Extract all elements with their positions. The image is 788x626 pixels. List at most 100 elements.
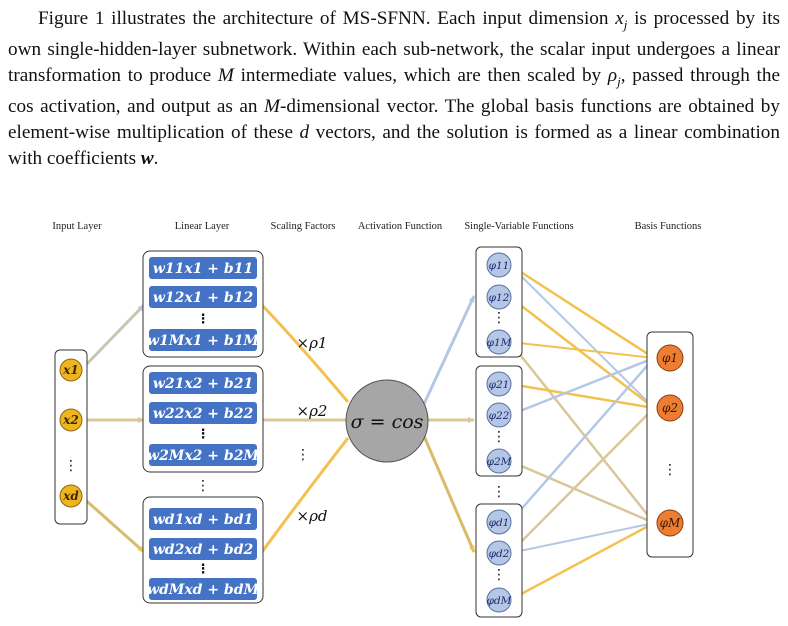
header-single-variable-functions: Single-Variable Functions xyxy=(464,221,573,232)
linear-group-ellipsis: ⋮ xyxy=(196,478,210,494)
scaling-rho-1: ×ρ1 xyxy=(297,334,328,352)
text-run: is processed by its own single-hidden-la… xyxy=(8,8,780,87)
linear-box-2-2 xyxy=(149,402,257,424)
linear-box-1-2 xyxy=(149,286,257,308)
linear-box-label: w11x1 + b11 xyxy=(153,261,253,277)
math-M: M xyxy=(264,96,281,118)
linear-box-label: w12x1 + b12 xyxy=(153,290,254,306)
edge-phi22-basis xyxy=(509,356,655,417)
linear-box-d-1 xyxy=(149,508,257,530)
linear-box-1-M xyxy=(149,329,257,351)
header-scaling-factors: Scaling Factors xyxy=(270,221,335,232)
svf-node-phi12 xyxy=(486,284,512,310)
header-basis-functions: Basis Functions xyxy=(635,221,702,232)
svg-text:xd: xd xyxy=(62,489,79,503)
linear-ellipsis: ⋮ xyxy=(197,427,210,442)
svf-node-label: φd1 xyxy=(489,517,510,529)
edge-phidM-basis xyxy=(509,521,655,602)
svf-node-label: φd2 xyxy=(489,548,510,560)
input-node-xd: xd xyxy=(59,484,83,508)
linear-box-label: wd2xd + bd2 xyxy=(153,542,254,558)
input-ellipsis: ⋮ xyxy=(64,458,78,474)
activation-label: σ = cos xyxy=(351,411,424,433)
linear-ellipsis: ⋮ xyxy=(197,312,210,327)
svg-text:φ2: φ2 xyxy=(662,401,678,415)
svf-node-label: φ1M xyxy=(487,337,512,349)
math-rhoj: ρj xyxy=(607,65,621,89)
svf-ellipsis: ⋮ xyxy=(492,310,506,326)
svf-group-ellipsis: ⋮ xyxy=(492,484,506,500)
edge-phi1M-basis xyxy=(509,341,655,524)
edge-phi12-basis xyxy=(509,296,655,409)
svf-node-phid2 xyxy=(486,540,512,566)
basis-layer-frame xyxy=(646,331,694,558)
input-node-x2: x2 xyxy=(59,408,83,432)
math-xj: xj xyxy=(615,8,628,32)
math-w: w xyxy=(140,147,154,169)
text-run: . xyxy=(153,147,159,169)
activation-node: σ = cos xyxy=(345,379,429,463)
linear-layer: w11x1 + b11 w12x1 + b12 ⋮ w1Mx1 + b1M w2… xyxy=(142,250,264,604)
linear-box-d-M xyxy=(149,578,257,600)
text-run: -dimensional vector. The global basis fu… xyxy=(8,96,780,144)
math-d: d xyxy=(299,122,310,144)
edge-phi11-basis xyxy=(509,263,655,360)
svf-ellipsis: ⋮ xyxy=(492,567,506,583)
scaling-rho-d: ×ρd xyxy=(297,507,328,525)
edge-phid2-basis-b xyxy=(509,521,655,554)
svg-text:x1: x1 xyxy=(62,363,79,377)
header-linear-layer: Linear Layer xyxy=(175,221,230,232)
svf-node-phi22 xyxy=(486,402,512,428)
edge-xd-groupd xyxy=(80,494,145,554)
edge-phi11-basis-b xyxy=(509,264,655,409)
header-activation-function: Activation Function xyxy=(358,221,443,232)
input-node-x1: x1 xyxy=(59,358,83,382)
svf-node-label: φ22 xyxy=(489,410,510,422)
text-run: intermediate values, which are then scal… xyxy=(233,65,608,87)
linear-box-2-1 xyxy=(149,372,257,394)
linear-box-label: wdMxd + bdM xyxy=(147,582,260,598)
linear-ellipsis: ⋮ xyxy=(197,562,210,577)
linear-box-2-M xyxy=(149,444,257,466)
svg-text:x2: x2 xyxy=(62,413,79,427)
linear-box-1-1 xyxy=(149,257,257,279)
svf-node-label: φ12 xyxy=(489,292,510,304)
body-paragraph: Figure 1 illustrates the architecture of… xyxy=(8,6,780,171)
linear-box-label: w21x2 + b21 xyxy=(153,376,253,392)
basis-ellipsis: ⋮ xyxy=(663,462,677,478)
linear-box-d-2 xyxy=(149,538,257,560)
svf-node-phi2M xyxy=(486,448,512,474)
svf-node-label: φ11 xyxy=(489,260,510,272)
connection-edges xyxy=(79,263,655,602)
scaling-ellipsis: ⋮ xyxy=(296,447,310,463)
text-run: Figure 1 illustrates the architecture of… xyxy=(38,8,616,29)
edge-phi21-basis xyxy=(509,382,655,410)
header-input-layer: Input Layer xyxy=(52,221,102,232)
basis-node-phiM: φM xyxy=(656,509,684,537)
edge-phi2M-basis xyxy=(509,459,655,525)
svg-text:φ1: φ1 xyxy=(662,351,678,365)
svf-node-label: φ21 xyxy=(489,379,510,391)
input-layer-frame xyxy=(54,349,88,525)
linear-box-label: wd1xd + bd1 xyxy=(153,512,254,528)
edge-activation-groupd xyxy=(422,435,476,553)
edge-activation-group1 xyxy=(422,295,476,405)
scaling-rho-2: ×ρ2 xyxy=(297,402,328,420)
text-run: , passed through the cos activation, and… xyxy=(8,65,780,118)
linear-box-label: w22x2 + b22 xyxy=(153,406,254,422)
svf-node-phi21 xyxy=(486,371,512,397)
single-variable-functions: φ11 φ12 ⋮ φ1M φ21 φ22 ⋮ φ2M ⋮ φd1 φd2 ⋮ … xyxy=(475,246,523,618)
edge-x1-group1 xyxy=(79,303,146,372)
linear-box-label: w2Mx2 + b2M xyxy=(147,448,259,464)
svf-node-phi11 xyxy=(486,252,512,278)
edge-groupd-activation xyxy=(260,437,350,553)
edge-phi1M-basis-b xyxy=(509,341,655,361)
text-run: vectors, and the solution is formed as a… xyxy=(8,122,780,169)
basis-node-phi1: φ1 xyxy=(656,344,684,372)
svf-node-phid1 xyxy=(486,509,512,535)
edge-group1-activation xyxy=(260,303,350,403)
svf-node-label: φ2M xyxy=(487,456,512,468)
svg-text:φM: φM xyxy=(660,516,681,530)
